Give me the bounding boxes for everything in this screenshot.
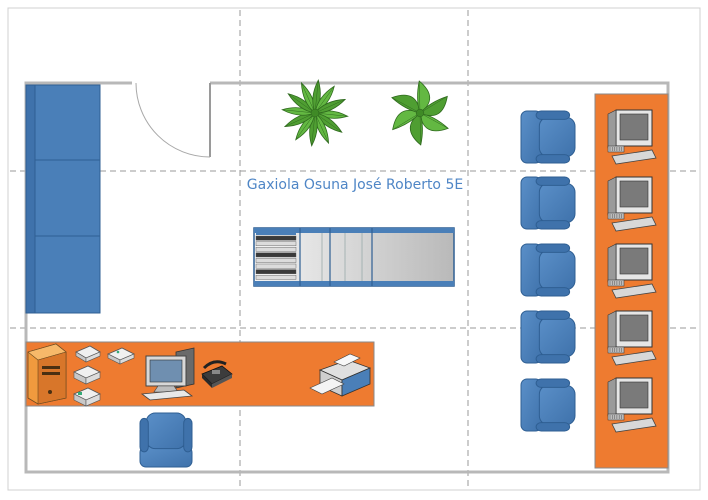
chair-icon bbox=[520, 176, 576, 230]
chair-icon bbox=[520, 378, 576, 432]
room-walls bbox=[24, 81, 670, 474]
network-switch-icon bbox=[75, 345, 101, 363]
workstation-computer-icon bbox=[607, 243, 657, 299]
cpu-tower-icon bbox=[27, 343, 67, 405]
telephone-icon bbox=[201, 360, 233, 388]
server-rack bbox=[253, 227, 455, 287]
workstation-computer-icon bbox=[607, 377, 657, 433]
router-icon bbox=[73, 365, 101, 385]
workstations bbox=[607, 109, 657, 433]
workstation-computer-icon bbox=[607, 109, 657, 165]
modem-icon bbox=[107, 347, 135, 365]
plant bbox=[391, 80, 449, 146]
diagram-title: Gaxiola Osuna José Roberto 5E bbox=[247, 177, 463, 193]
chairs bbox=[139, 110, 576, 468]
page-border bbox=[7, 7, 701, 491]
computer-icon bbox=[140, 347, 195, 401]
chair-icon bbox=[520, 243, 576, 297]
wall bbox=[24, 81, 670, 474]
workstation-computer-icon bbox=[607, 176, 657, 232]
chair-icon bbox=[520, 110, 576, 164]
hub-icon bbox=[73, 387, 101, 407]
printer-icon bbox=[309, 353, 372, 397]
chair-icon bbox=[520, 310, 576, 364]
door bbox=[135, 82, 211, 158]
page-grid bbox=[10, 10, 698, 488]
sofa bbox=[25, 84, 101, 314]
chair-icon bbox=[139, 412, 193, 468]
workstation-computer-icon bbox=[607, 310, 657, 366]
plant bbox=[281, 79, 349, 147]
